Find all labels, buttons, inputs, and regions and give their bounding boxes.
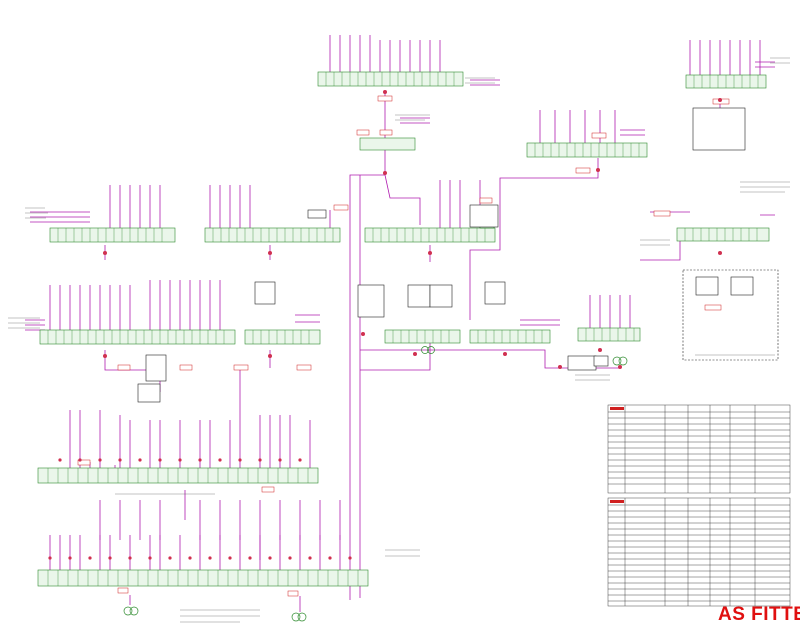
device-enclosures — [137, 107, 779, 403]
transformer-symbols — [123, 346, 628, 622]
table-header-markers — [610, 407, 624, 503]
annotation-hatching — [8, 57, 790, 623]
terminal-dividers — [47, 72, 759, 586]
cable-routes — [25, 35, 775, 612]
cable-schedule-table-2 — [607, 497, 791, 607]
as-fitted-stamp: AS FITTED — [718, 604, 800, 625]
cable-tags — [77, 95, 730, 597]
connection-nodes — [48, 90, 722, 560]
cable-schedule-table-1 — [607, 404, 791, 494]
